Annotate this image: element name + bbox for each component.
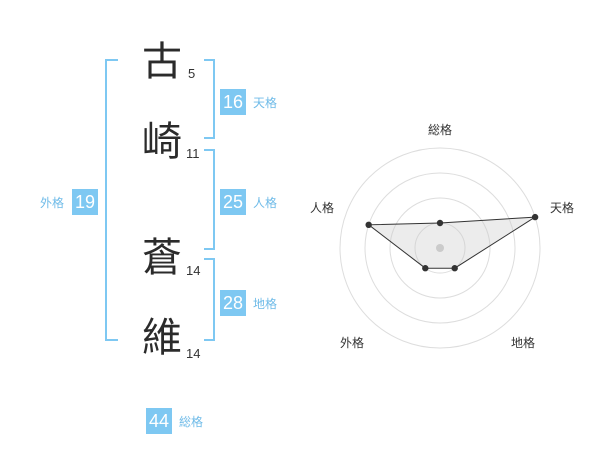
name-char-4: 維	[142, 315, 182, 361]
jinkaku-value: 25	[220, 189, 246, 215]
stroke-count-3: 14	[186, 263, 201, 278]
stroke-count-4: 14	[186, 346, 201, 361]
stroke-count-1: 5	[188, 66, 196, 81]
soukaku-value: 44	[146, 408, 172, 434]
tenkaku-label: 天格	[253, 96, 278, 110]
radar-area	[367, 216, 536, 269]
tenkaku-bracket	[204, 59, 215, 139]
name-char-3: 蒼	[142, 235, 182, 281]
radar-point-0	[436, 219, 444, 227]
radar-point-1	[531, 213, 539, 221]
gaikaku-value: 19	[72, 189, 98, 215]
soukaku-label: 総格	[179, 415, 204, 429]
stroke-count-2: 11	[186, 146, 200, 161]
chikaku-label: 地格	[253, 297, 278, 311]
radar-chart	[339, 147, 541, 349]
radar-point-4	[365, 221, 372, 229]
radar-label-chikaku: 地格	[511, 336, 536, 350]
gaikaku-label: 外格	[40, 196, 65, 210]
radar-ring-3	[364, 172, 516, 324]
jinkaku-label: 人格	[253, 196, 278, 210]
jinkaku-bracket	[204, 149, 215, 250]
name-char-2: 崎	[142, 119, 182, 165]
radar-ring-2	[389, 197, 491, 299]
radar-ring-4	[339, 147, 541, 349]
radar-label-jinkaku: 人格	[310, 201, 335, 215]
radar-label-soukaku: 総格	[428, 123, 453, 137]
radar-label-tenkaku: 天格	[550, 201, 575, 215]
name-char-1: 古	[142, 39, 182, 85]
radar-label-gaikaku: 外格	[340, 336, 365, 350]
chikaku-bracket	[204, 258, 215, 341]
radar-center	[436, 244, 444, 252]
tenkaku-value: 16	[220, 89, 246, 115]
gaikaku-bracket	[105, 59, 118, 341]
radar-point-2	[451, 265, 458, 272]
radar-point-3	[422, 265, 429, 272]
chikaku-value: 28	[220, 290, 246, 316]
